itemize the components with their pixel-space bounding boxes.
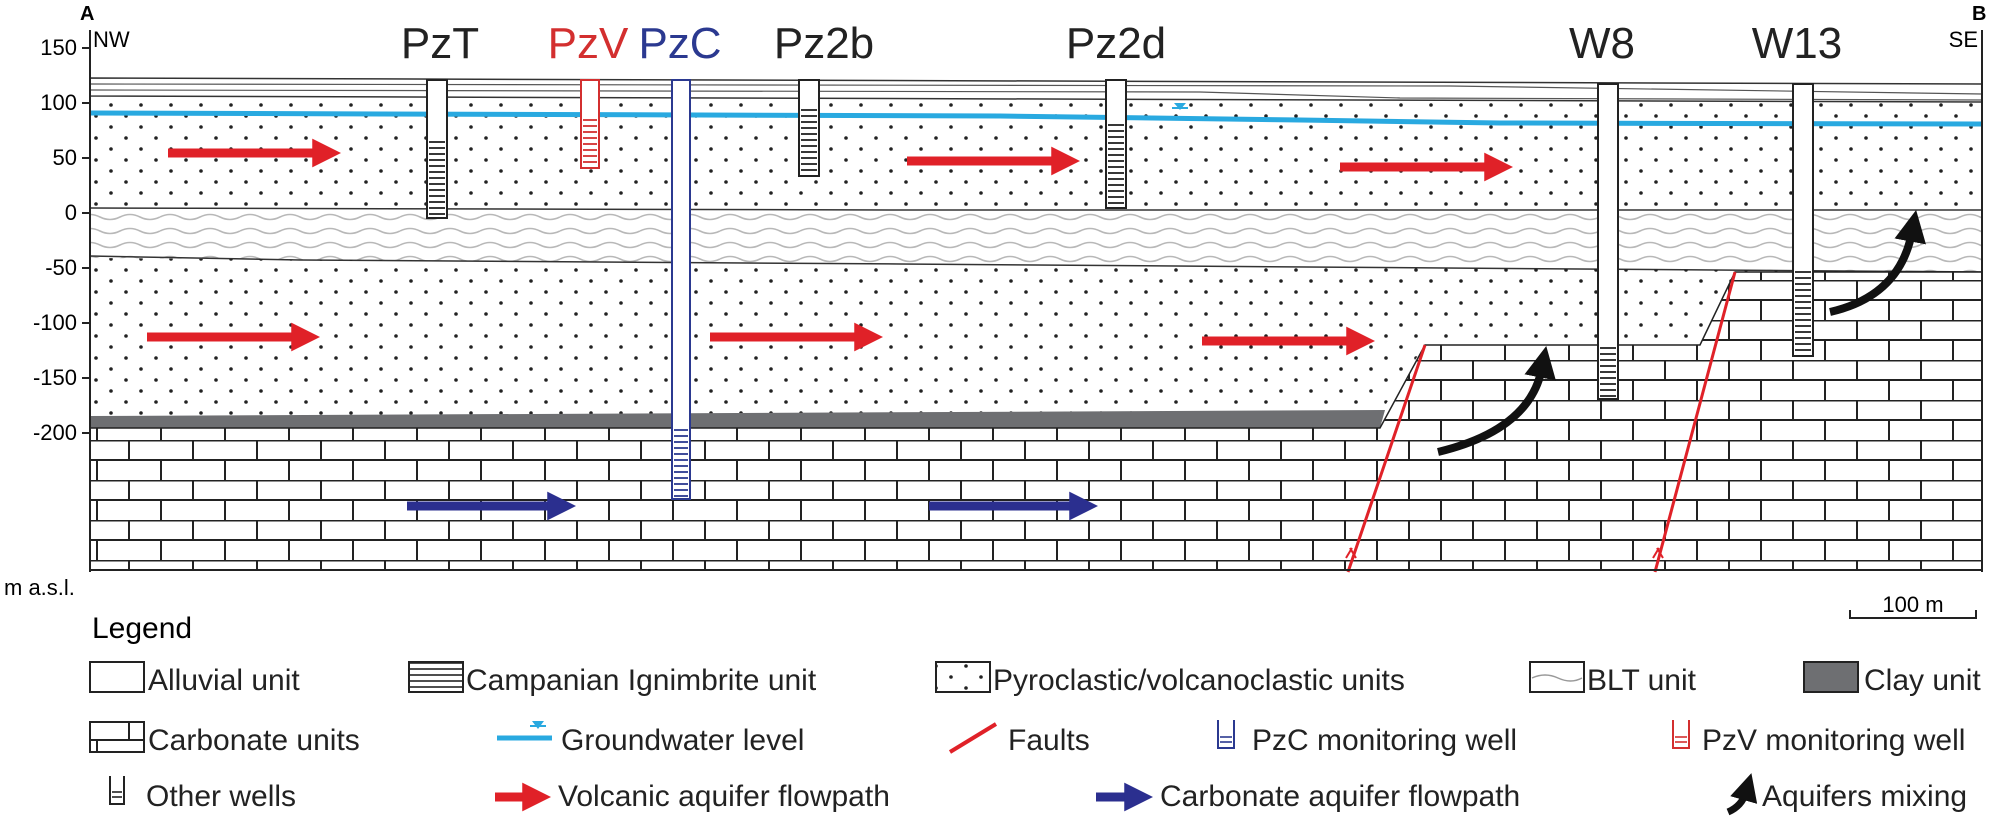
legend-label-carbonate: Carbonate units [148,724,360,757]
well-label: W8 [1569,19,1635,68]
legend-swatch-other-wells [109,776,125,805]
legend-swatch-clay [1803,661,1859,693]
fault-line-1 [1346,344,1427,573]
legend-swatch-pzv-well [1672,720,1690,749]
well-label: PzC [638,19,721,68]
y-axis-unit: m a.s.l. [4,575,75,600]
blt-top-boundary [89,207,1982,211]
legend-label-pzv-well: PzV monitoring well [1702,724,1965,757]
blt-unit [90,208,1982,272]
well-casing [1792,83,1814,357]
legend-swatch-pyroclastic [935,661,991,693]
y-tick-label: -100 [33,310,77,335]
legend-swatch-groundwater [497,721,552,741]
legend-label-mixing: Aquifers mixing [1762,780,1967,813]
legend-title: Legend [92,612,192,645]
direction-right: SE [1949,27,1978,52]
alluvial-internal-line [89,89,1983,101]
legend-label-other-wells: Other wells [146,780,296,813]
well-pzc: PzC [638,19,722,500]
y-tick-label: -50 [45,255,77,280]
well-casing [426,79,448,219]
legend-swatch-carbonate [89,721,145,753]
y-axis: 150 100 50 0 -50 -100 -150 -200 [33,35,90,445]
well-label: PzT [401,19,479,68]
legend-label-alluvial: Alluvial unit [148,664,300,697]
well-label: PzV [548,19,629,68]
well-pzv: PzV [548,19,629,169]
section-end-left: A [80,3,94,25]
groundwater-level-line [89,110,1983,127]
well-casing [580,79,600,169]
well-pzt: PzT [401,19,479,219]
legend-label-pyroclastic: Pyroclastic/volcanoclastic units [993,664,1405,697]
well-label: Pz2b [774,19,874,68]
well-casing [1105,79,1127,209]
aquifer-mixing-arrow [1437,346,1556,456]
y-tick-label: -200 [33,420,77,445]
legend-swatch-ignimbrite [408,661,464,693]
well-w13: W13 [1752,19,1842,357]
volcanic-flowpaths [147,138,1514,356]
legend-label-volcanic-flow: Volcanic aquifer flowpath [558,780,890,813]
legend-label-groundwater: Groundwater level [561,724,804,757]
pyroclastic-unit-lower [90,258,1982,416]
scale-bar-label: 100 m [1882,592,1943,617]
well-casing [1597,83,1619,400]
legend-label-carbonate-flow: Carbonate aquifer flowpath [1160,780,1520,813]
legend-swatch-pzc-well [1217,720,1235,749]
fault-line-2 [1653,271,1737,573]
y-tick-label: 100 [40,90,77,115]
well-casing [671,79,691,500]
section-end-right: B [1972,3,1986,25]
well-label: Pz2d [1066,19,1166,68]
legend-swatch-mixing [1726,773,1758,816]
legend-swatch-blt [1529,661,1585,693]
groundwater-marker-icon [1172,103,1188,110]
legend-label-clay: Clay unit [1864,664,1981,697]
legend-swatch-faults [948,722,998,754]
y-tick-label: 50 [53,145,77,170]
direction-left: NW [93,27,130,52]
aquifer-mixing-arrow [1829,209,1926,316]
y-tick-label: -150 [33,365,77,390]
aquifer-mixing-arrows [1437,209,1926,456]
legend-swatch-alluvial [89,661,145,693]
faults [1345,271,1737,573]
legend-label-ignimbrite: Campanian Ignimbrite unit [466,664,817,697]
legend-label-faults: Faults [1008,724,1090,757]
scale-bar: 100 m [1849,592,1977,619]
y-tick-label: 150 [40,35,77,60]
well-pz2b: Pz2b [774,19,874,177]
legend-label-blt: BLT unit [1587,664,1697,697]
well-label: W13 [1752,19,1842,68]
legend: Legend Alluvial unit Campanian Ignimbrit… [89,612,1981,816]
well-w8: W8 [1569,19,1635,400]
y-tick-label: 0 [65,200,77,225]
clay-unit [90,410,1385,428]
legend-label-pzc-well: PzC monitoring well [1252,724,1517,757]
well-pz2d: Pz2d [1066,19,1166,209]
